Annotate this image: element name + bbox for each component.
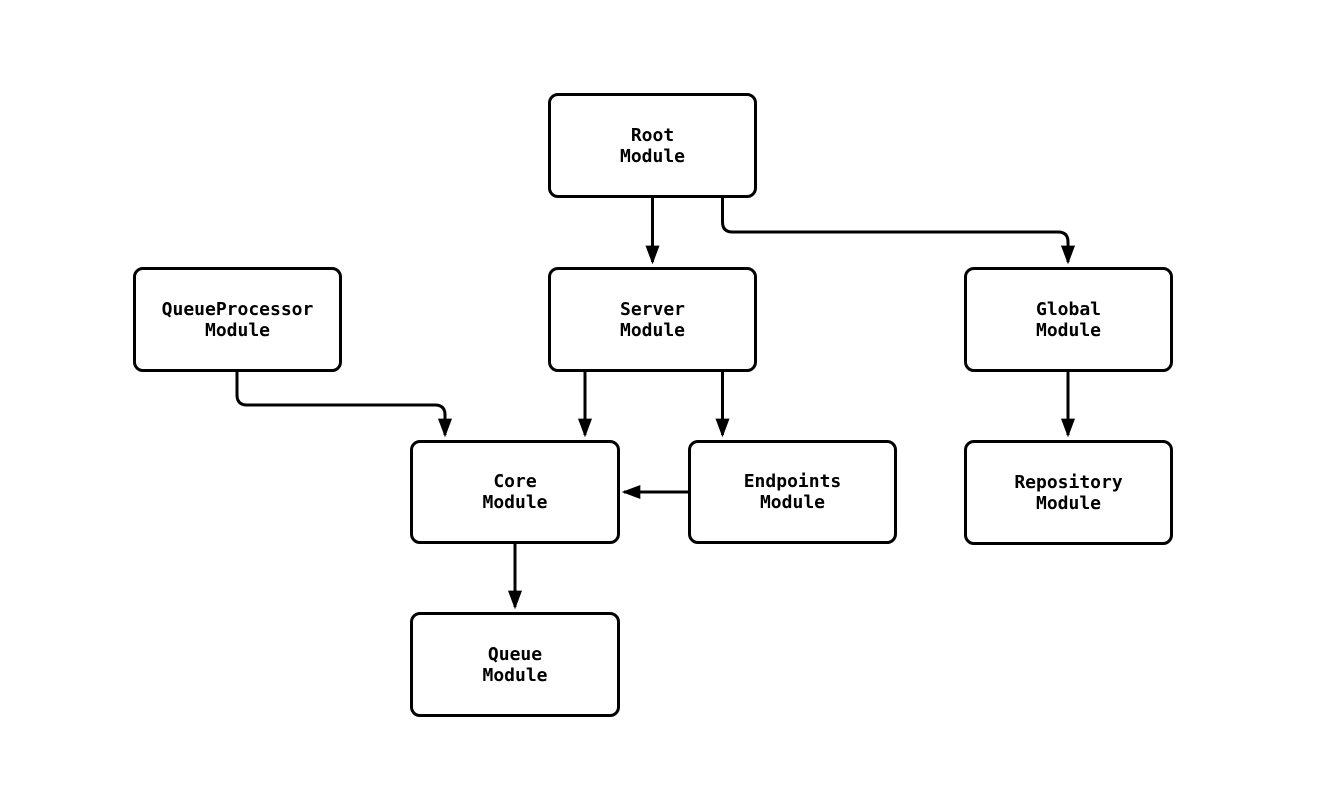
node-queue-module: Queue Module (410, 612, 620, 717)
node-endpoints-module: Endpoints Module (688, 440, 897, 544)
node-repository-module-label: Repository Module (1014, 471, 1123, 514)
node-global-module-label: Global Module (1035, 298, 1102, 341)
node-queue-module-label: Queue Module (482, 643, 548, 686)
edge-queueprocessor-to-core (235, 372, 452, 438)
node-root-module-label: Root Module (619, 124, 686, 167)
node-global-module: Global Module (964, 267, 1173, 372)
node-repository-module: Repository Module (964, 440, 1173, 545)
node-server-module: Server Module (548, 267, 757, 372)
edge-root-to-global (721, 198, 1075, 265)
node-endpoints-module-label: Endpoints Module (743, 471, 842, 513)
node-core-module-label: Core Module (482, 471, 548, 513)
node-queueprocessor-module: QueueProcessor Module (133, 267, 342, 372)
node-server-module-label: Server Module (619, 298, 686, 341)
node-core-module: Core Module (410, 440, 620, 544)
node-queueprocessor-module-label: QueueProcessor Module (161, 298, 314, 341)
node-root-module: Root Module (548, 93, 757, 198)
